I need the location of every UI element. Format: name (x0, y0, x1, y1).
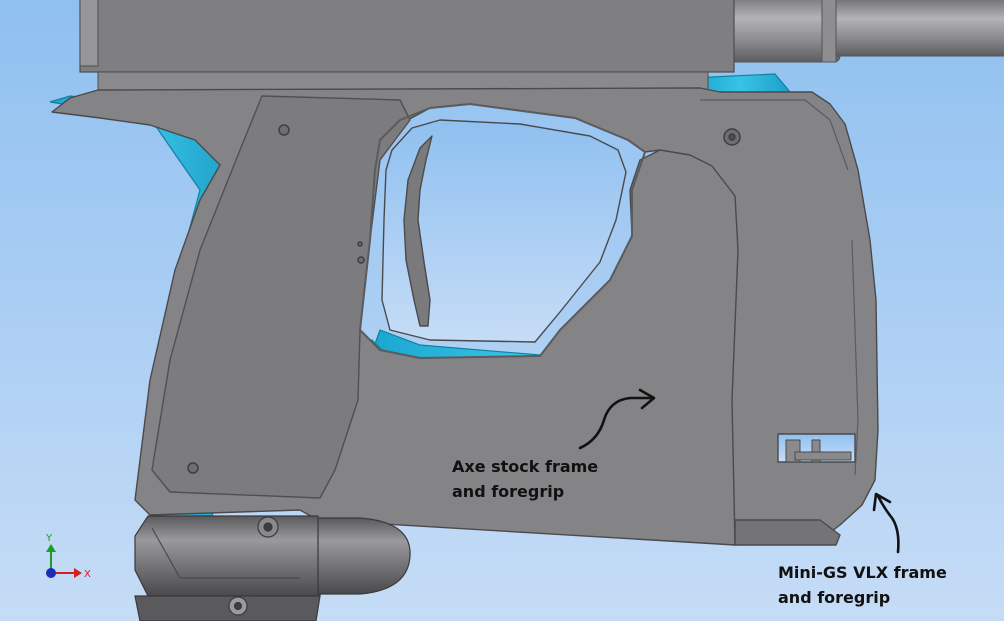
x-axis-label: X (84, 569, 91, 580)
axe-arrowhead (638, 388, 656, 410)
y-axis-label: Y (45, 533, 53, 544)
upper-receiver (79, 0, 735, 91)
frame-screws (187, 124, 741, 474)
minigs-arrow (876, 494, 900, 554)
barrel (729, 0, 1004, 63)
x-axis-arrow (74, 568, 82, 578)
axe-annotation-line2: and foregrip (452, 482, 565, 501)
axe-annotation-line1: Axe stock frame (452, 457, 599, 476)
view-triad: X Y (45, 533, 91, 580)
y-axis-arrow (46, 544, 56, 552)
annotation-arrows (578, 388, 900, 554)
minigs-annotation-line2: and foregrip (778, 588, 891, 607)
vlx-frame (51, 87, 879, 546)
axe-annotation: Axe stock frame and foregrip (452, 454, 598, 504)
axe-arrow (578, 396, 654, 450)
minigs-annotation: Mini-GS VLX frame and foregrip (778, 560, 947, 610)
minigs-annotation-line1: Mini-GS VLX frame (778, 563, 947, 582)
air-tank (134, 515, 411, 621)
minigs-arrowhead (872, 492, 892, 512)
triad-origin (46, 568, 56, 578)
